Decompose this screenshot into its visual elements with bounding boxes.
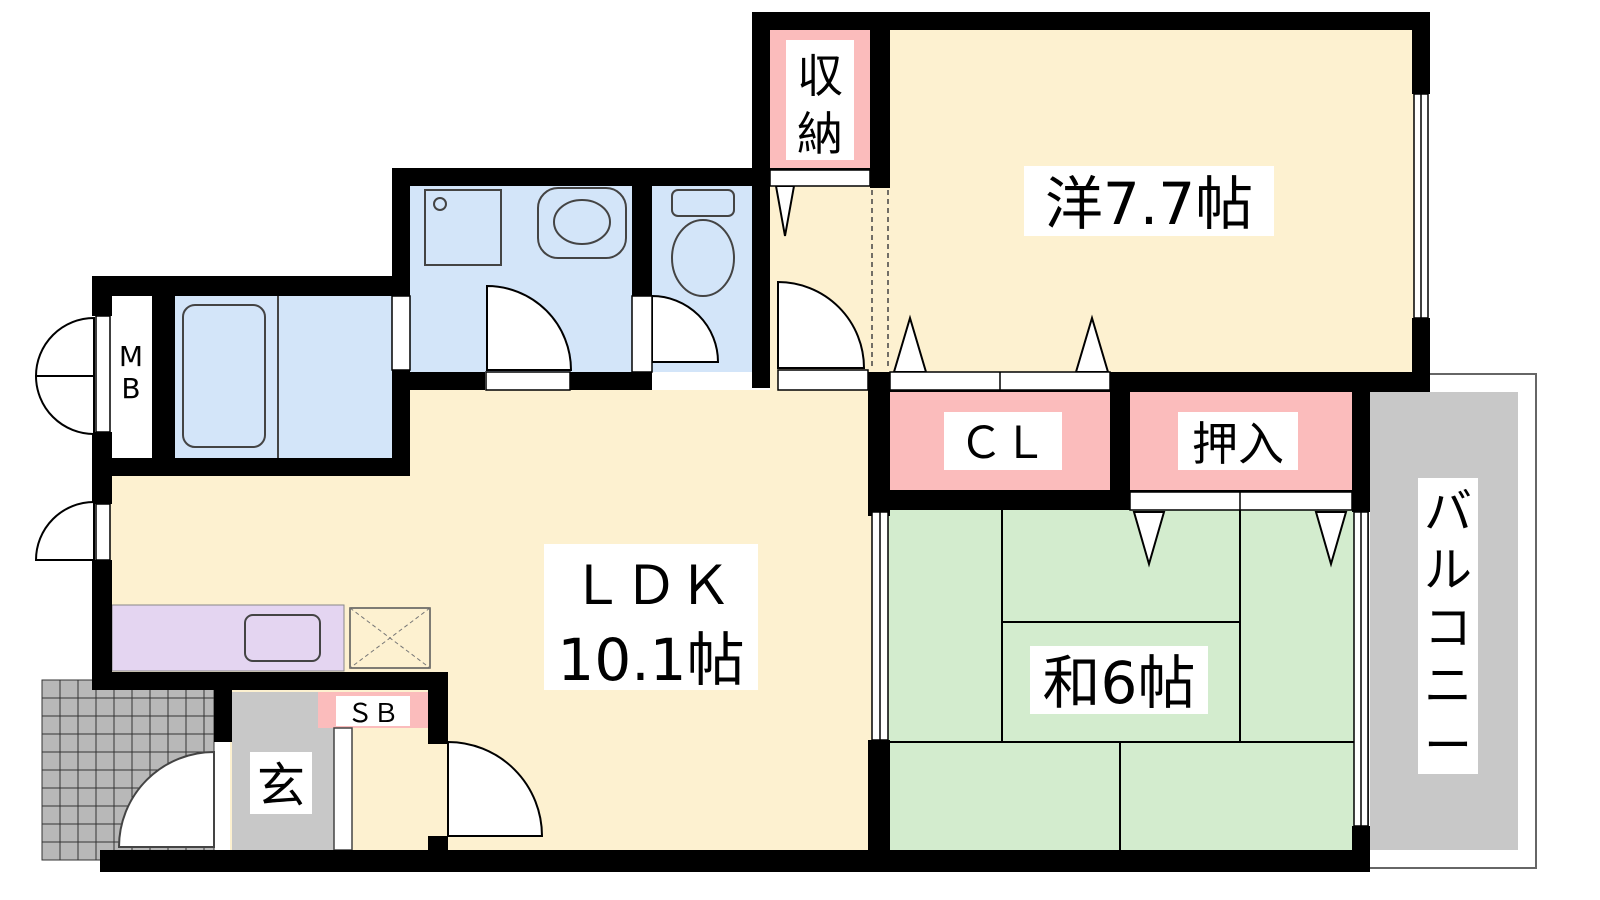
balcony-char-4: ニ xyxy=(1424,658,1472,714)
storage-label-line2: 納 xyxy=(797,107,843,161)
oshiire-label: 押入 xyxy=(1192,417,1284,471)
entrance-label: 玄 xyxy=(257,758,305,814)
balcony-char-5: ー xyxy=(1424,718,1472,774)
storage-label-line1: 収 xyxy=(797,49,843,103)
balcony-char-3: コ xyxy=(1424,600,1472,656)
closet-label: ＣＬ xyxy=(959,418,1047,469)
kitchen-sink xyxy=(244,614,321,662)
japanese-room-label: 和6帖 xyxy=(1043,649,1196,717)
washer-space xyxy=(424,189,502,266)
meter-box-label-m: M xyxy=(119,340,143,373)
meter-box-label-b: B xyxy=(121,372,140,405)
toilet-bowl xyxy=(671,219,735,297)
balcony-char-1: バ xyxy=(1424,484,1472,540)
door-swings xyxy=(34,280,866,837)
meter-box-floor xyxy=(112,296,152,456)
bathtub xyxy=(182,304,266,448)
western-room-label: 洋7.7帖 xyxy=(1045,170,1253,238)
stove-area xyxy=(349,607,431,669)
shoe-box-label: ＳＢ xyxy=(347,699,399,729)
balcony-char-2: ル xyxy=(1424,542,1472,598)
windows xyxy=(95,93,1429,827)
ldk-label: ＬＤＫ xyxy=(570,554,732,617)
ldk-size-label: 10.1帖 xyxy=(557,626,744,694)
wash-basin xyxy=(537,187,627,259)
tatami-lines xyxy=(888,510,1354,855)
